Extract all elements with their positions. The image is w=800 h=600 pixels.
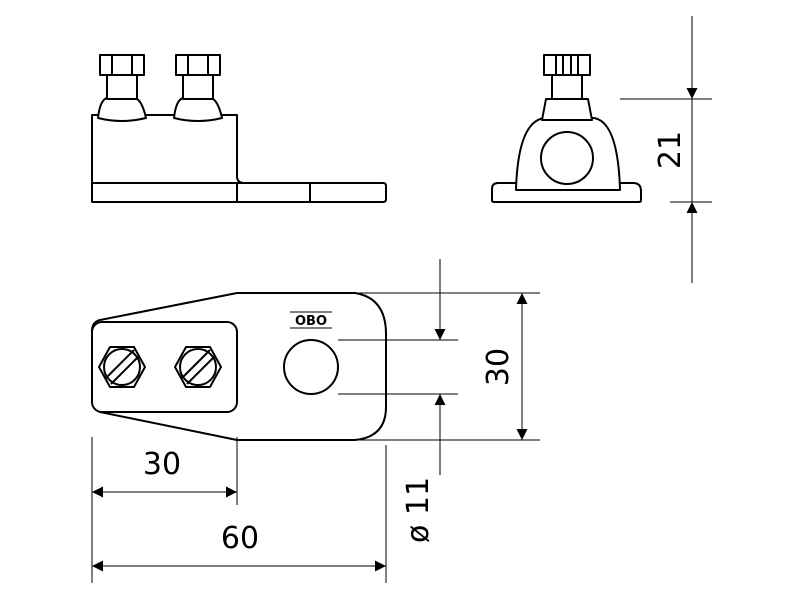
dimension-height: 21 [620,16,712,283]
dimension-total-length-label: 60 [221,521,259,556]
dimension-clamp-length-label: 30 [143,447,181,482]
dimension-total-length: 60 [92,445,387,583]
end-view-bolt-neck [541,98,593,121]
side-view-bolt-2 [173,54,223,122]
top-view: OBO [91,292,387,441]
dimension-height-label: 21 [653,131,688,169]
side-view-bolt-1 [97,54,147,122]
top-view-bolt-1 [98,346,146,388]
dimension-width: 30 [345,292,540,441]
side-view-strap [91,182,387,203]
end-view [491,54,642,203]
dimension-width-label: 30 [481,348,516,386]
top-view-clamp-plate [91,321,238,413]
obo-logo-text: OBO [295,314,327,329]
obo-logo: OBO [290,311,332,329]
end-view-bolt-shank [551,74,583,100]
dimension-hole-label: ø 11 [401,477,436,543]
top-view-bolt-2 [174,346,222,388]
dimension-clamp-length: 30 [91,437,238,583]
end-view-conductor-hole [540,131,594,185]
top-view-mounting-hole [283,339,339,395]
end-view-bolt-head [543,54,591,76]
dimension-hole: ø 11 [338,259,458,543]
side-view [91,54,387,203]
side-view-clamp-body [91,114,245,184]
